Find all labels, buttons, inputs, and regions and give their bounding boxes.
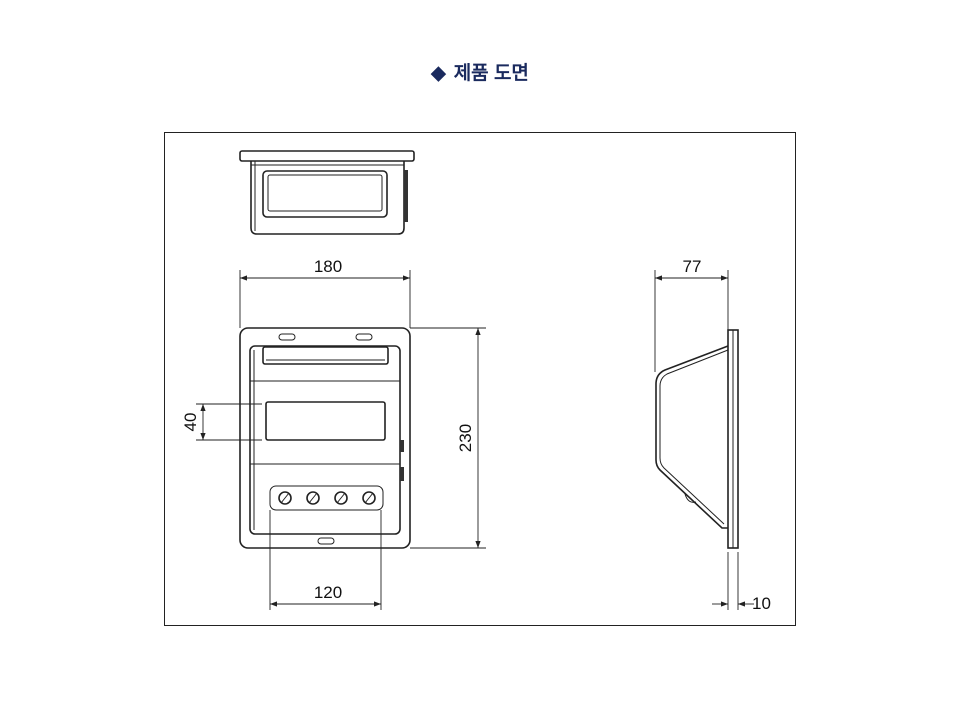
dim-terminal-width-label: 120 bbox=[314, 583, 342, 602]
diamond-bullet-icon: ◆ bbox=[431, 63, 446, 84]
dim-depth: 77 bbox=[654, 257, 729, 372]
front-view bbox=[239, 327, 411, 549]
dim-flange-label: 10 bbox=[752, 594, 771, 613]
drawing-frame bbox=[164, 132, 796, 626]
dim-terminal-width: 120 bbox=[269, 510, 382, 610]
dim-flange: 10 bbox=[712, 552, 771, 613]
dim-display-height: 40 bbox=[181, 403, 262, 441]
dim-height: 230 bbox=[410, 327, 486, 549]
dim-width-label: 180 bbox=[314, 257, 342, 276]
top-view bbox=[239, 150, 415, 235]
dim-depth-label: 77 bbox=[683, 257, 702, 276]
title-text: 제품 도면 bbox=[453, 63, 529, 84]
dim-width: 180 bbox=[239, 257, 411, 328]
slide-title: ◆ 제품 도면 bbox=[0, 58, 960, 85]
side-view bbox=[655, 329, 739, 549]
dim-height-label: 230 bbox=[456, 424, 475, 452]
terminal-screws bbox=[278, 491, 376, 505]
dim-display-height-label: 40 bbox=[181, 413, 200, 432]
